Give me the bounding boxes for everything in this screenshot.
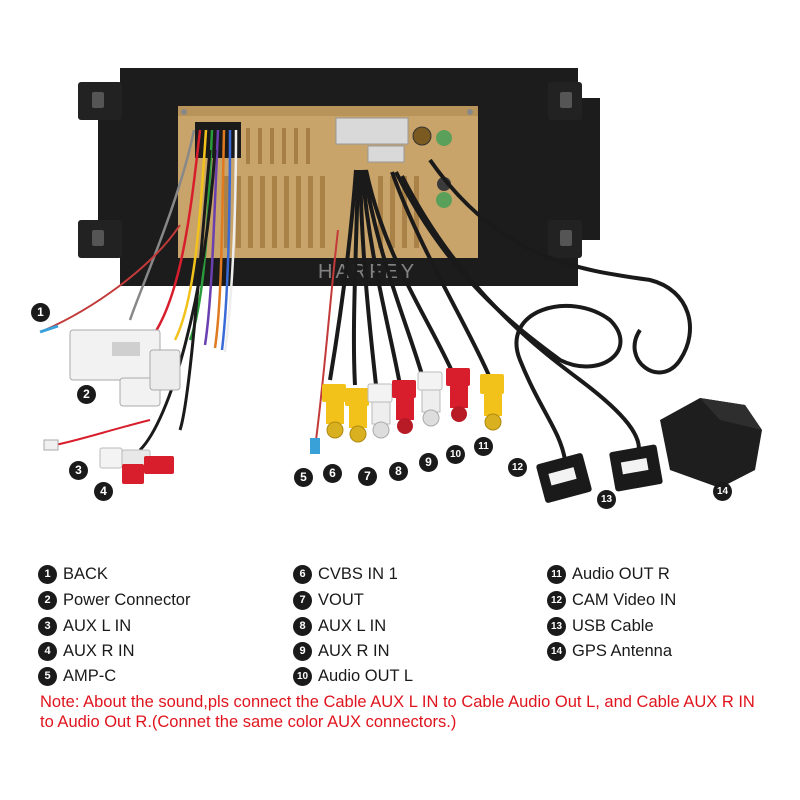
legend-item: 5 AMP-C bbox=[38, 665, 116, 687]
legend-label: Power Connector bbox=[63, 590, 191, 609]
callout-9: 9 bbox=[419, 453, 438, 472]
legend-number: 12 bbox=[547, 590, 566, 610]
legend-item: 14 GPS Antenna bbox=[547, 640, 672, 662]
callout-13: 13 bbox=[597, 490, 616, 509]
callout-8: 8 bbox=[389, 462, 408, 481]
power-harness-wires bbox=[44, 129, 238, 452]
legend-label: CAM Video IN bbox=[572, 590, 677, 609]
legend-label: VOUT bbox=[318, 590, 364, 609]
legend-label: GPS Antenna bbox=[572, 641, 672, 660]
callout-6: 6 bbox=[323, 464, 342, 483]
gps-antenna bbox=[660, 398, 762, 488]
callout-5: 5 bbox=[294, 468, 313, 487]
legend-item: 4 AUX R IN bbox=[38, 640, 135, 662]
callout-12: 12 bbox=[508, 458, 527, 477]
chassis-board bbox=[178, 106, 478, 258]
usb-cables bbox=[394, 158, 692, 462]
legend-item: 9 AUX R IN bbox=[293, 640, 390, 662]
callout-14: 14 bbox=[713, 482, 732, 501]
callout-7: 7 bbox=[358, 467, 377, 486]
legend-number: 7 bbox=[293, 590, 312, 610]
legend-number: 3 bbox=[38, 616, 57, 636]
callout-2: 2 bbox=[77, 385, 96, 404]
legend-number: 10 bbox=[293, 666, 312, 686]
cam-video-rca bbox=[480, 374, 504, 431]
head-unit-illustration: HARFEY bbox=[39, 68, 762, 503]
callout-3: 3 bbox=[69, 461, 88, 480]
audio-out-l-rca bbox=[417, 371, 443, 427]
sound-connection-note: Note: About the sound,pls connect the Ca… bbox=[40, 693, 755, 731]
legend-number: 9 bbox=[293, 641, 312, 661]
usb-connector-2 bbox=[609, 444, 663, 492]
legend-item: 6 CVBS IN 1 bbox=[293, 563, 398, 585]
legend-label: AUX R IN bbox=[318, 641, 390, 660]
legend-label: AMP-C bbox=[63, 666, 117, 685]
legend-item: 10 Audio OUT L bbox=[293, 665, 413, 687]
back-wire-tip bbox=[39, 324, 59, 334]
audio-out-r-rca bbox=[446, 368, 470, 422]
rca-cable-bundle bbox=[328, 169, 492, 386]
callout-11: 11 bbox=[474, 437, 493, 456]
legend-number: 5 bbox=[38, 666, 57, 686]
legend-label: BACK bbox=[63, 564, 108, 583]
legend-label: Audio OUT L bbox=[318, 666, 414, 685]
legend-item: 2 Power Connector bbox=[38, 589, 190, 611]
legend-number: 13 bbox=[547, 616, 566, 636]
vout-rca bbox=[345, 388, 369, 443]
legend-label: AUX R IN bbox=[63, 641, 135, 660]
legend-label: AUX L IN bbox=[63, 616, 132, 635]
legend-item: 12 CAM Video IN bbox=[547, 589, 676, 611]
legend-item: 8 AUX L IN bbox=[293, 615, 386, 637]
legend-label: AUX L IN bbox=[318, 616, 387, 635]
legend-label: CVBS IN 1 bbox=[318, 564, 398, 583]
legend-item: 1 BACK bbox=[38, 563, 108, 585]
legend-item: 3 AUX L IN bbox=[38, 615, 131, 637]
legend-label: USB Cable bbox=[572, 616, 654, 635]
legend-number: 6 bbox=[293, 564, 312, 584]
legend-number: 2 bbox=[38, 590, 57, 610]
legend-number: 14 bbox=[547, 641, 566, 661]
callout-4: 4 bbox=[94, 482, 113, 501]
legend: 1 BACK 2 Power Connector 3 AUX L IN 4 AUX R … bbox=[38, 563, 778, 693]
legend-number: 1 bbox=[38, 564, 57, 584]
legend-item: 13 USB Cable bbox=[547, 615, 654, 637]
legend-number: 4 bbox=[38, 641, 57, 661]
aux-l-rca bbox=[367, 383, 393, 439]
wiring-diagram: HARFEY bbox=[31, 68, 762, 509]
cvbs-rca bbox=[322, 384, 346, 439]
aux-r-rca bbox=[392, 380, 416, 434]
callout-10: 10 bbox=[446, 445, 465, 464]
aux-in-rca-left bbox=[99, 447, 151, 469]
aux-in-rca-right bbox=[122, 456, 174, 484]
legend-number: 8 bbox=[293, 616, 312, 636]
callout-1: 1 bbox=[31, 303, 50, 322]
legend-number: 11 bbox=[547, 564, 566, 584]
legend-label: Audio OUT R bbox=[572, 564, 670, 583]
legend-item: 11 Audio OUT R bbox=[547, 563, 670, 585]
legend-item: 7 VOUT bbox=[293, 589, 364, 611]
usb-connector-1 bbox=[536, 453, 592, 503]
power-connector bbox=[69, 329, 181, 407]
amp-c-wire bbox=[315, 229, 339, 441]
